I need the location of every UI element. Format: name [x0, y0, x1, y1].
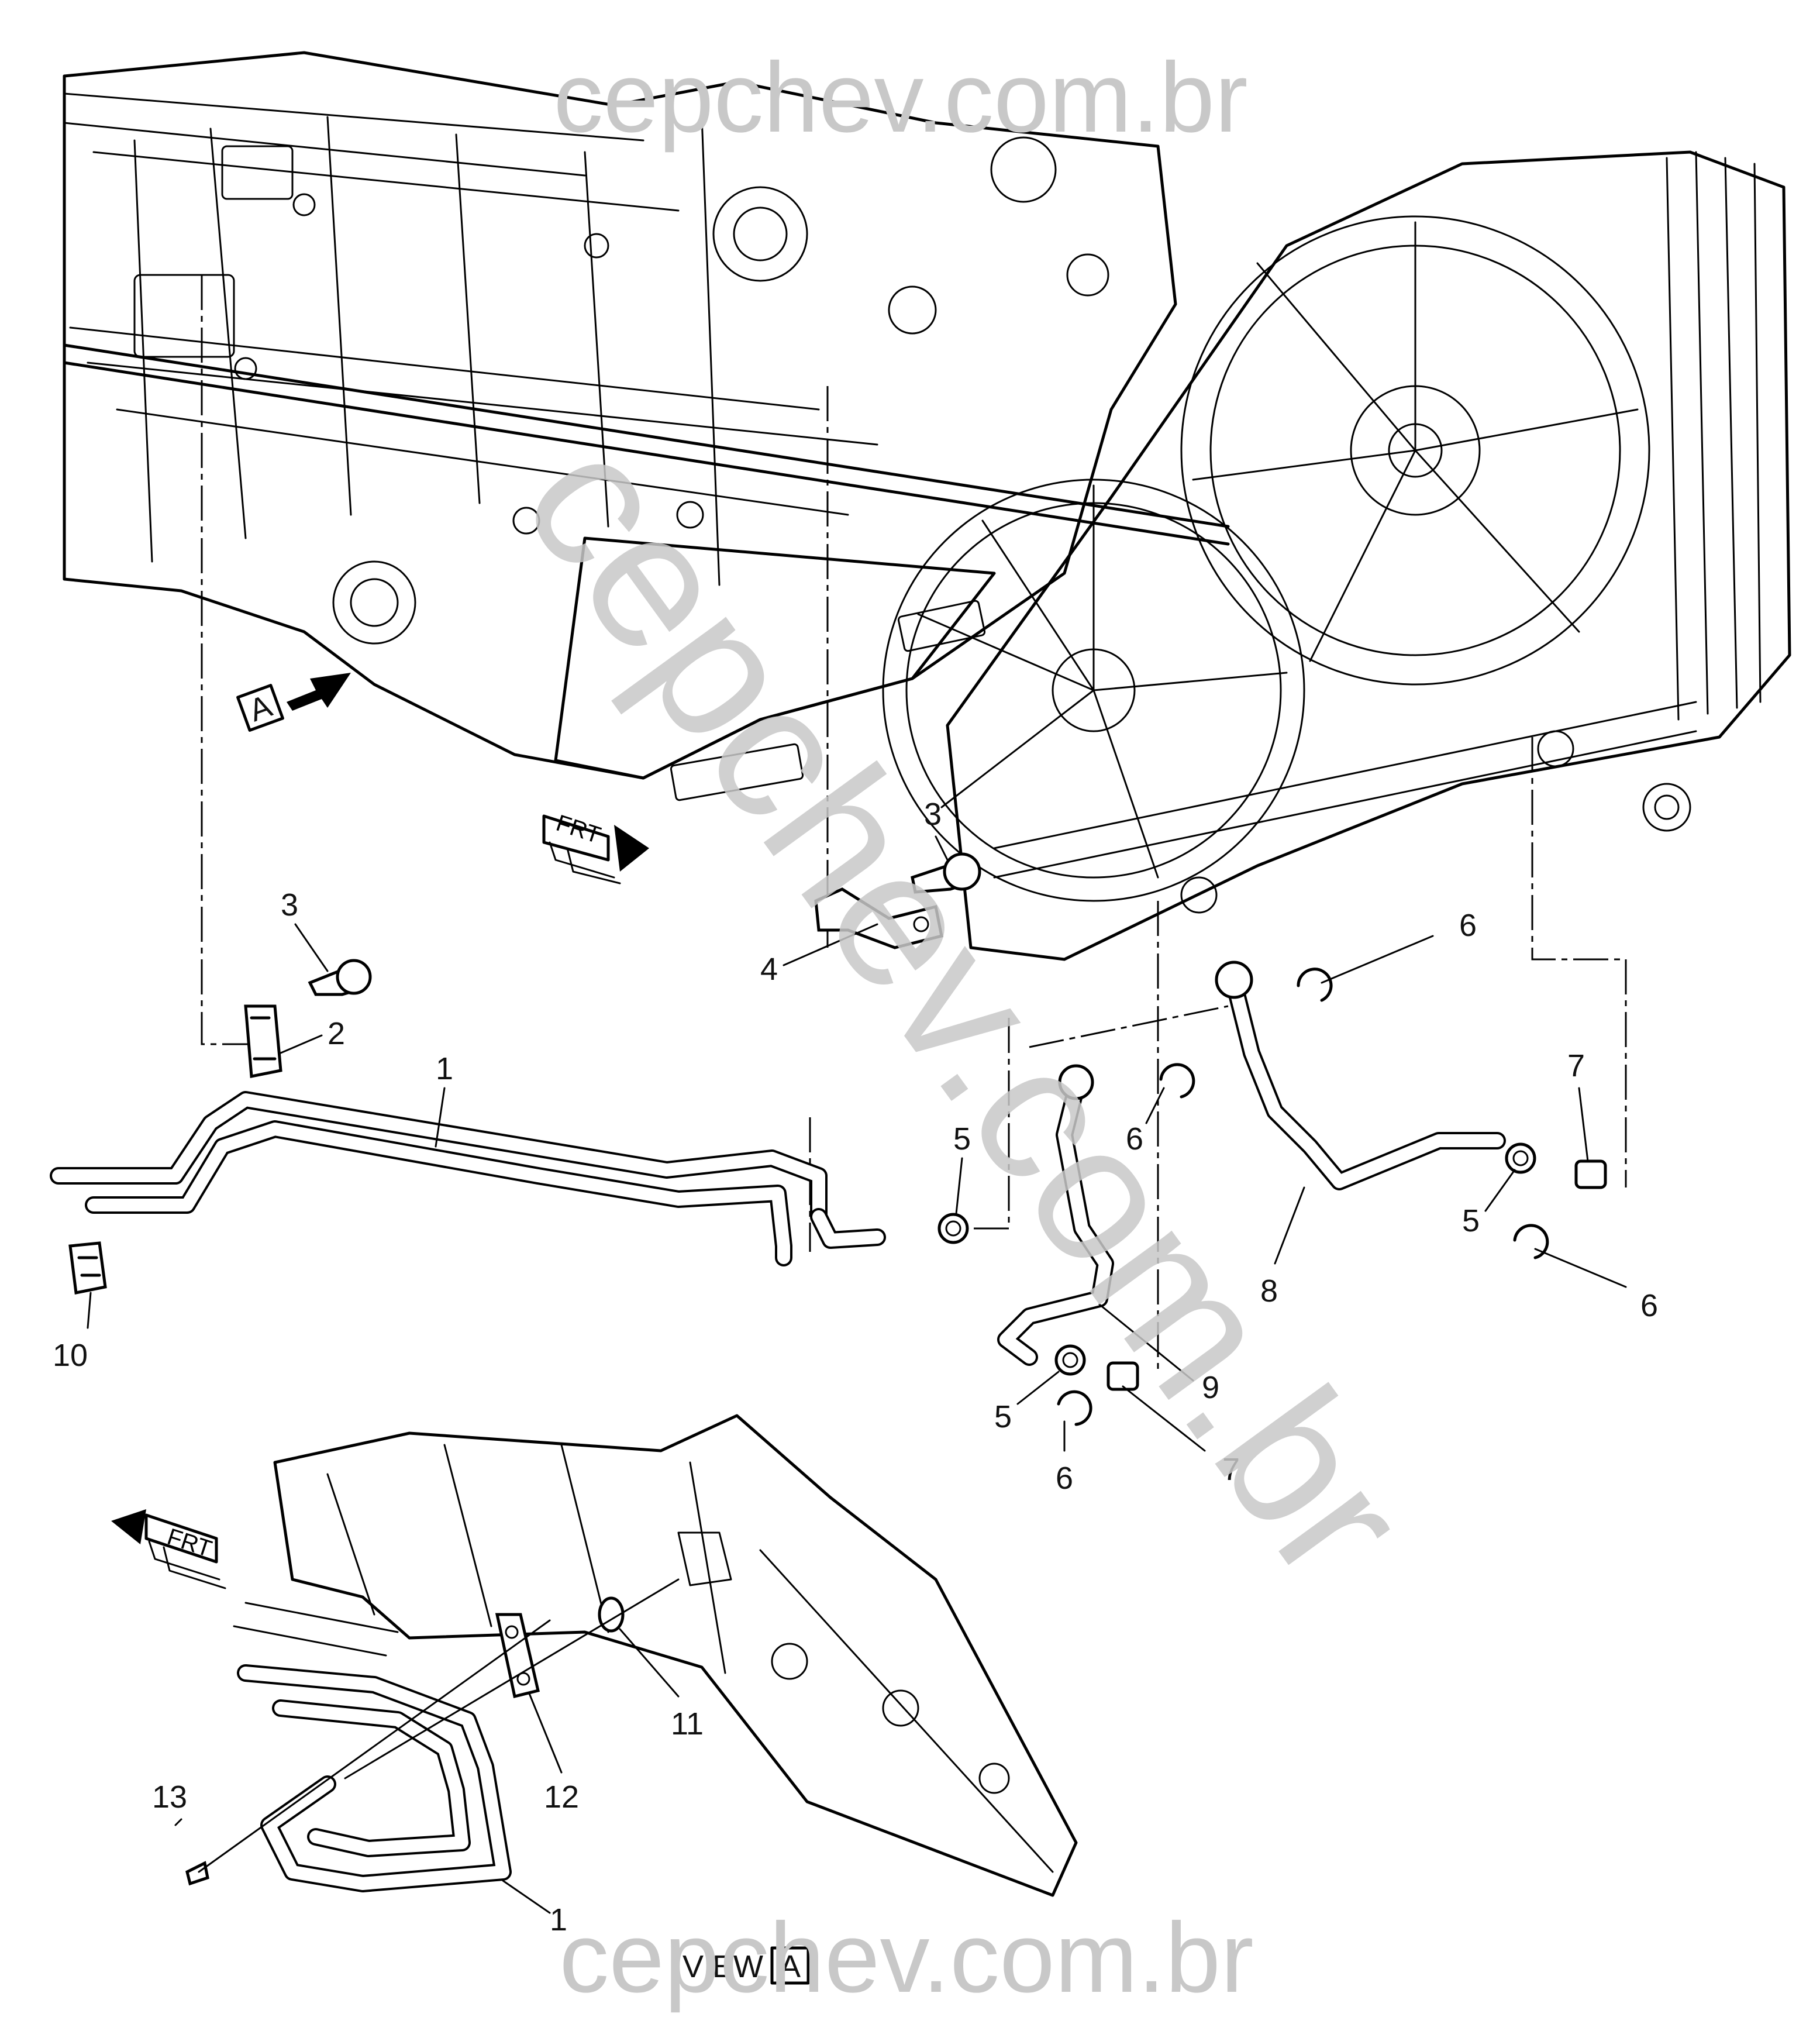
watermark-diagonal: cepchev.com.br [482, 399, 1450, 1617]
radiator-fan-assembly [882, 150, 1791, 961]
clamp-part-2 [244, 1004, 282, 1079]
callout-8: 8 [1260, 1273, 1278, 1309]
callout-2: 2 [328, 1016, 345, 1051]
engine-transmission-assembly [63, 51, 1230, 801]
front-direction-marker-bottom: FRT [111, 1509, 226, 1589]
callout-12: 12 [544, 1779, 579, 1815]
watermark-bottom: cepchev.com.br [559, 1902, 1253, 2013]
callout-1: 1 [550, 1902, 567, 1937]
bolt-part-3-right [911, 852, 981, 894]
watermark-top: cepchev.com.br [553, 42, 1247, 153]
callout-7: 7 [1222, 1452, 1240, 1487]
callout-9: 9 [1202, 1370, 1219, 1405]
bracket-part-4 [814, 887, 943, 949]
view-a-marker: A [236, 673, 351, 732]
callout-6: 6 [1126, 1121, 1143, 1156]
callout-6: 6 [1056, 1461, 1073, 1496]
front-direction-marker-top: FRT [542, 810, 649, 884]
svg-text:A: A [244, 689, 276, 729]
callout-labels: 1 2 3 3 4 5 5 5 6 6 6 6 7 7 8 9 10 11 12… [53, 797, 1658, 1937]
callout-11: 11 [671, 1706, 704, 1741]
callout-6: 6 [1459, 908, 1477, 943]
callout-5: 5 [1462, 1203, 1480, 1238]
view-caption: VIEW A [682, 1946, 810, 1985]
seal-part-5 [937, 1142, 1536, 1376]
callout-4: 4 [760, 952, 778, 987]
leader-lines [201, 275, 1627, 1375]
view-a-detail [185, 1414, 1078, 1897]
callout-7: 7 [1567, 1048, 1585, 1083]
svg-text:FRT: FRT [553, 810, 604, 849]
fitting-part-7 [1107, 1159, 1607, 1391]
callout-5: 5 [953, 1121, 971, 1156]
view-caption-text: VIEW [682, 1949, 763, 1984]
view-caption-letter: A [780, 1949, 801, 1984]
callout-1: 1 [436, 1051, 453, 1086]
callout-3: 3 [281, 887, 298, 922]
cooler-hose-part-9 [997, 1064, 1114, 1366]
cooler-pipe-part-1 [50, 1091, 886, 1266]
svg-text:FRT: FRT [164, 1524, 215, 1562]
callout-5: 5 [994, 1399, 1012, 1434]
clip-part-10 [68, 1241, 107, 1295]
cooler-hose-part-8 [1215, 961, 1506, 1190]
callout-10: 10 [53, 1338, 88, 1373]
callout-3: 3 [924, 797, 942, 832]
watermarks: cepchev.com.br cepchev.com.br cepchev.co… [482, 42, 1450, 2013]
callout-13: 13 [152, 1779, 187, 1815]
bolt-part-3-left [308, 959, 372, 996]
callout-6: 6 [1640, 1288, 1658, 1323]
callout-leaders [87, 835, 1627, 1914]
